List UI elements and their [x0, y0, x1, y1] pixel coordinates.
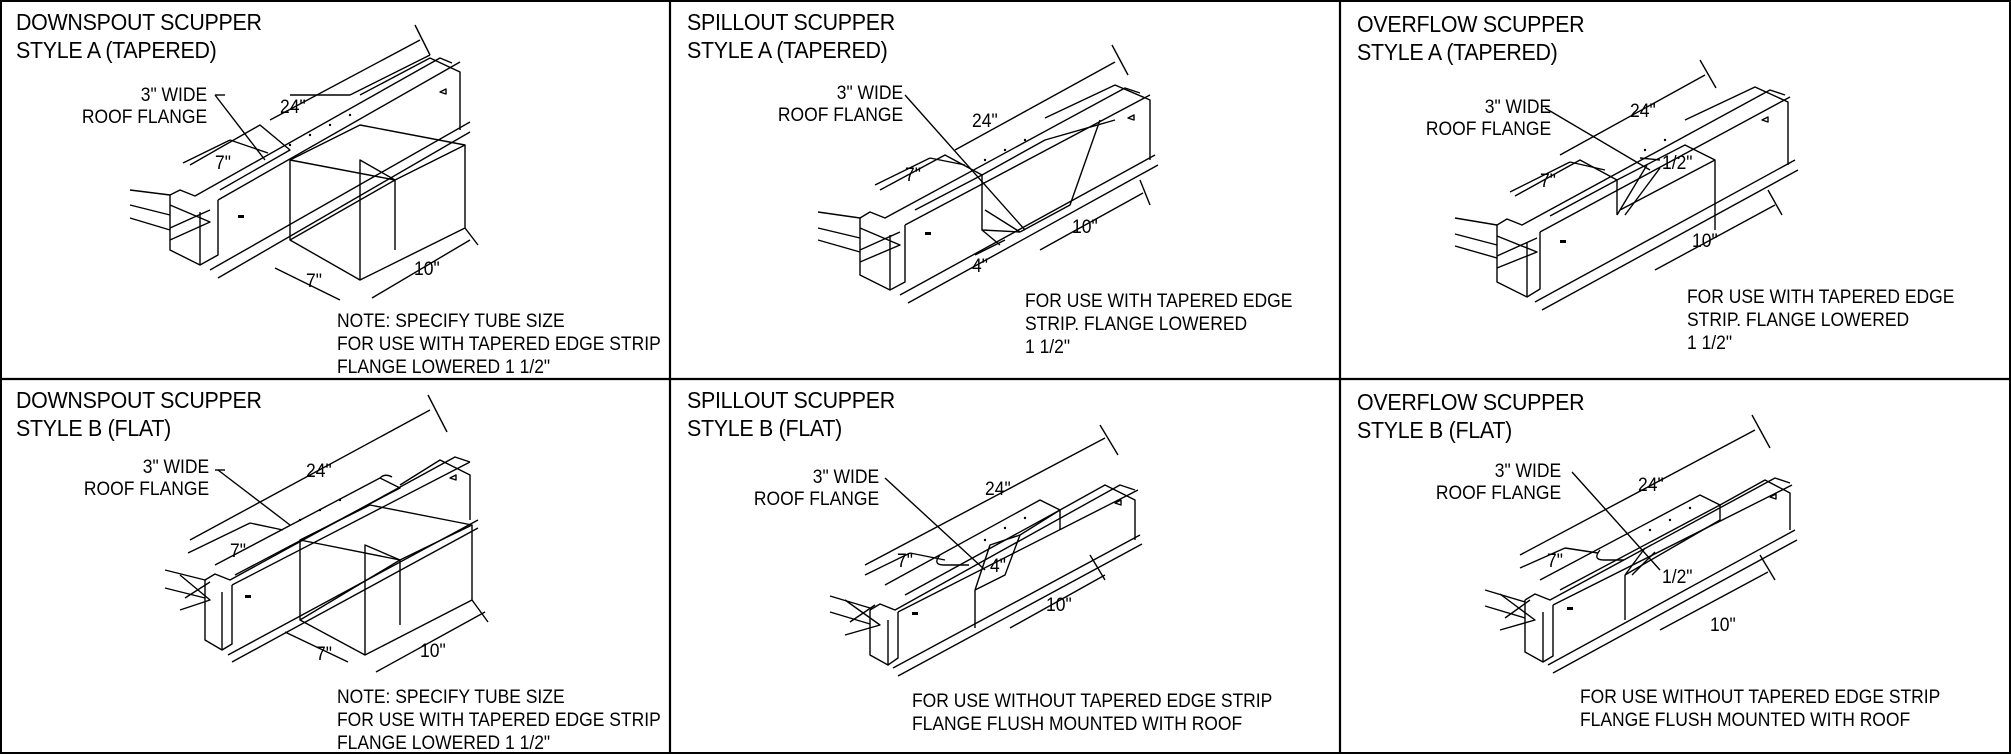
flange-label-line1: 3" WIDE: [142, 457, 209, 478]
panel-title-line1: DOWNSPOUT SCUPPER: [16, 9, 262, 35]
panel-title-line1: OVERFLOW SCUPPER: [1357, 11, 1585, 37]
note-line: STRIP. FLANGE LOWERED: [1025, 314, 1248, 335]
panel-title-line2: STYLE B (FLAT): [1357, 417, 1512, 443]
dim-opening-width: 10": [1046, 595, 1072, 616]
dim-opening-width: 10": [1710, 615, 1736, 636]
note-line: STRIP. FLANGE LOWERED: [1687, 310, 1910, 331]
flange-label-line1: 3" WIDE: [812, 467, 879, 488]
flange-label-line2: ROOF FLANGE: [753, 489, 879, 510]
panel-title-line1: DOWNSPOUT SCUPPER: [16, 387, 262, 413]
flange-label-line1: 3" WIDE: [1494, 461, 1561, 482]
flange-label-line1: 3" WIDE: [140, 85, 207, 106]
dim-tube-depth: 10": [414, 259, 440, 280]
dim-flange-width: 7": [897, 551, 913, 572]
flange-label-line2: ROOF FLANGE: [83, 479, 209, 500]
dim-opening-height: 4": [990, 556, 1006, 577]
flange-label-line1: 3" WIDE: [1484, 97, 1551, 118]
note-line: FOR USE WITHOUT TAPERED EDGE STRIP: [1580, 687, 1941, 708]
panel-title-line2: STYLE A (TAPERED): [687, 37, 888, 63]
note-line: FOR USE WITH TAPERED EDGE STRIP: [337, 710, 661, 731]
note-line: FLANGE LOWERED 1 1/2": [337, 357, 551, 378]
note-line: 1 1/2": [1025, 337, 1071, 358]
note-line: 1 1/2": [1687, 333, 1733, 354]
panel-title-line1: SPILLOUT SCUPPER: [687, 387, 895, 413]
note-line: FLANGE FLUSH MOUNTED WITH ROOF: [912, 714, 1243, 735]
dim-flange-width: 7": [1547, 551, 1563, 572]
scupper-drawing: [817, 44, 1159, 304]
scupper-drawing: [1454, 59, 1799, 311]
note-line: FOR USE WITH TAPERED EDGE STRIP: [337, 334, 661, 355]
dim-tube-depth: 10": [420, 641, 446, 662]
note-line: FOR USE WITHOUT TAPERED EDGE STRIP: [912, 691, 1273, 712]
panel-title-line2: STYLE A (TAPERED): [16, 37, 217, 63]
dim-length: 24": [985, 479, 1011, 500]
note-line: FLANGE FLUSH MOUNTED WITH ROOF: [1580, 710, 1911, 731]
note-line: FLANGE LOWERED 1 1/2": [337, 733, 551, 754]
panel-title-line1: SPILLOUT SCUPPER: [687, 9, 895, 35]
flange-label-line2: ROOF FLANGE: [1425, 119, 1551, 140]
note-line: NOTE: SPECIFY TUBE SIZE: [337, 687, 565, 708]
note-line: FOR USE WITH TAPERED EDGE: [1687, 287, 1955, 308]
flange-label-line1: 3" WIDE: [836, 83, 903, 104]
note-line: FOR USE WITH TAPERED EDGE: [1025, 291, 1293, 312]
scupper-drawing: [164, 394, 489, 673]
flange-label-line2: ROOF FLANGE: [777, 105, 903, 126]
dim-lowered: 1/2": [1662, 153, 1693, 174]
dim-lowered: 1/2": [1662, 567, 1693, 588]
dim-length: 24": [972, 111, 998, 132]
dim-flange-width: 7": [230, 541, 246, 562]
dim-tube-width: 7": [306, 271, 322, 292]
panel-title-line2: STYLE A (TAPERED): [1357, 39, 1558, 65]
note-line: NOTE: SPECIFY TUBE SIZE: [337, 311, 565, 332]
panel-title-line1: OVERFLOW SCUPPER: [1357, 389, 1585, 415]
scupper-drawing: [829, 424, 1143, 677]
scupper-drawing: [129, 24, 479, 301]
flange-label-line2: ROOF FLANGE: [81, 107, 207, 128]
panel-title-line2: STYLE B (FLAT): [687, 415, 842, 441]
flange-label-line2: ROOF FLANGE: [1435, 483, 1561, 504]
dim-flange-width: 7": [215, 153, 231, 174]
panel-title-line2: STYLE B (FLAT): [16, 415, 171, 441]
